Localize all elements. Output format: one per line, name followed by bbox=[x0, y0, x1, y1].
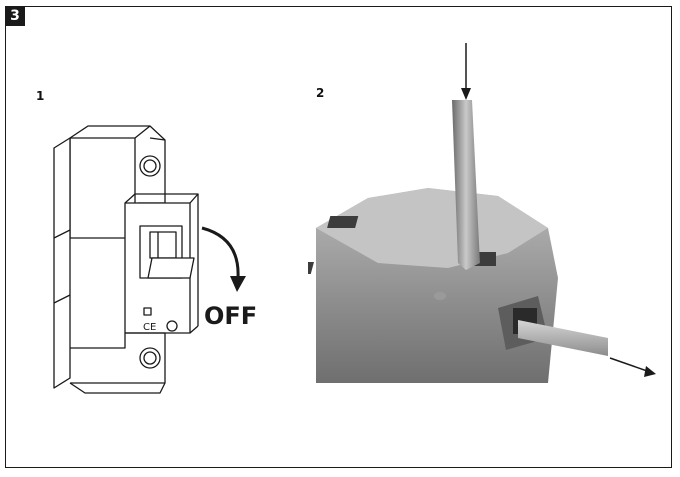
step-2-label: 2 bbox=[316, 86, 325, 100]
screwdriver-release-icon bbox=[308, 43, 656, 383]
step-1-label: 1 bbox=[36, 89, 45, 103]
circuit-breaker-icon: CE OFF bbox=[53, 125, 257, 394]
figure-frame bbox=[5, 6, 672, 468]
figure-number-badge: 3 bbox=[5, 6, 25, 26]
off-label: OFF bbox=[204, 302, 257, 330]
svg-text:CE: CE bbox=[143, 322, 156, 333]
